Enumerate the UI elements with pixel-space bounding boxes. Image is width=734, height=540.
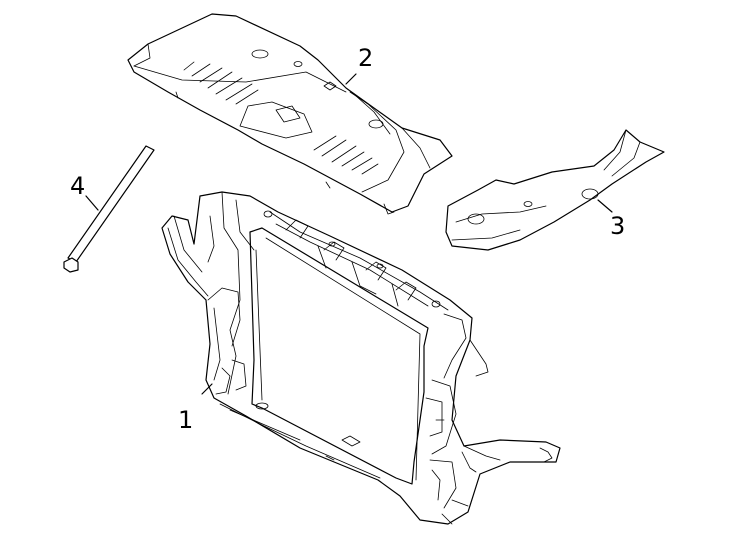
part-4-rod xyxy=(63,145,155,273)
part-3-side-deflector xyxy=(445,129,665,251)
part-2-upper-cover xyxy=(127,13,453,215)
part-1-radiator-support xyxy=(161,191,561,525)
callout-2: 2 xyxy=(358,44,373,72)
callout-3: 3 xyxy=(610,212,625,240)
callout-labels: 1 2 3 4 xyxy=(70,44,625,434)
callout-4: 4 xyxy=(70,172,85,200)
callout-1: 1 xyxy=(178,406,193,434)
leader-lines xyxy=(85,73,613,395)
